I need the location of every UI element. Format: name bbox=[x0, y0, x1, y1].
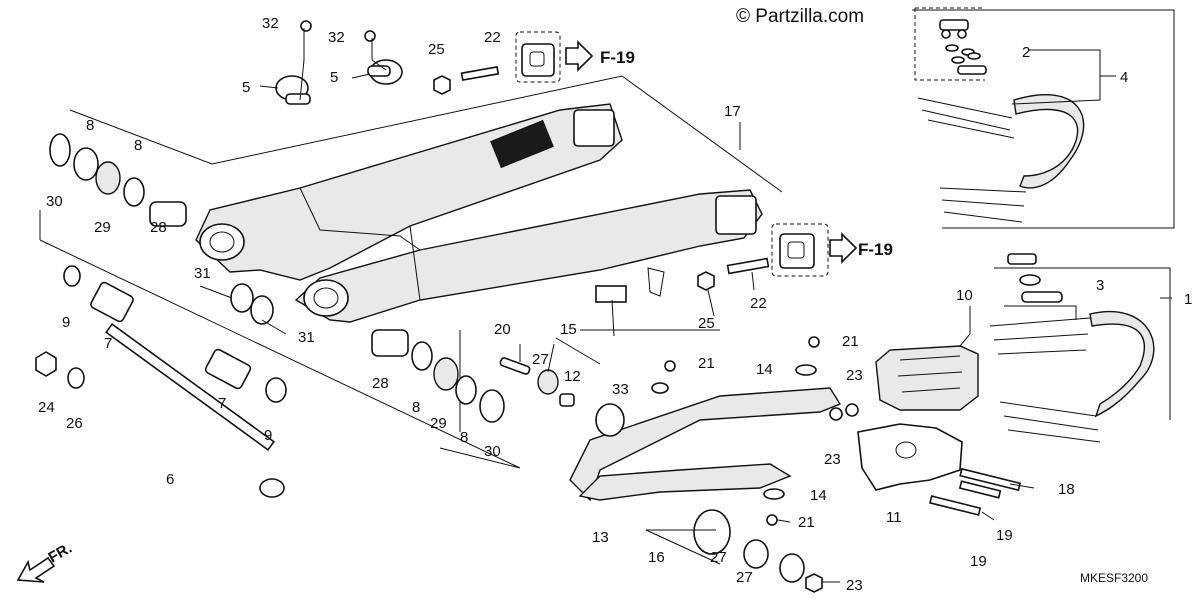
callout-numbers: 1 2 3 4 5 5 6 7 7 8 8 8 8 9 9 10 11 12 1… bbox=[38, 15, 1192, 594]
chain-adjuster-lower bbox=[771, 223, 858, 277]
callout-8a[interactable]: 8 bbox=[86, 117, 94, 134]
callout-16[interactable]: 16 bbox=[648, 549, 665, 566]
callout-29a[interactable]: 29 bbox=[94, 219, 111, 236]
callout-30b[interactable]: 30 bbox=[484, 443, 501, 460]
callout-8d[interactable]: 8 bbox=[460, 429, 468, 446]
chain-frame bbox=[994, 267, 1171, 420]
joint-kit-frame bbox=[914, 7, 985, 81]
chain-guide-plate-11 bbox=[829, 403, 963, 491]
callout-5a[interactable]: 5 bbox=[242, 79, 250, 96]
pivot-bearing-right-stack bbox=[371, 329, 505, 423]
front-direction-arrow bbox=[16, 556, 56, 583]
callout-7b[interactable]: 7 bbox=[218, 395, 226, 412]
hose-clamp-right bbox=[367, 59, 403, 85]
callout-25b[interactable]: 25 bbox=[698, 315, 715, 332]
callout-11[interactable]: 11 bbox=[886, 509, 902, 526]
leader-lines bbox=[199, 28, 1172, 583]
callout-23a[interactable]: 23 bbox=[846, 367, 863, 384]
callout-6[interactable]: 6 bbox=[166, 471, 174, 488]
chain-adjuster-upper bbox=[515, 31, 594, 83]
drive-chain-top bbox=[917, 94, 1085, 223]
pivot-shaft bbox=[105, 323, 285, 498]
screw-right bbox=[364, 30, 376, 42]
callout-15[interactable]: 15 bbox=[560, 321, 577, 338]
chain-slider bbox=[499, 336, 842, 526]
pivot-collars bbox=[63, 265, 287, 403]
callout-22a[interactable]: 22 bbox=[484, 29, 501, 46]
callout-18[interactable]: 18 bbox=[1058, 481, 1075, 498]
callout-5b[interactable]: 5 bbox=[330, 69, 338, 86]
callout-29b[interactable]: 29 bbox=[430, 415, 447, 432]
adjusting-bolt-upper bbox=[460, 66, 500, 82]
callout-22b[interactable]: 22 bbox=[750, 295, 767, 312]
chain-roller-16 bbox=[693, 509, 823, 593]
dust-seals-31 bbox=[230, 283, 274, 325]
callout-24[interactable]: 24 bbox=[38, 399, 55, 416]
guide-bolts bbox=[929, 467, 1022, 516]
callout-1[interactable]: 1 bbox=[1184, 291, 1192, 308]
callout-21b[interactable]: 21 bbox=[842, 333, 859, 350]
callout-21a[interactable]: 21 bbox=[698, 355, 715, 372]
callout-32a[interactable]: 32 bbox=[262, 15, 279, 32]
callout-4[interactable]: 4 bbox=[1120, 69, 1128, 86]
drive-chain-mid bbox=[989, 311, 1155, 443]
callout-27a[interactable]: 27 bbox=[532, 351, 549, 368]
callout-27b[interactable]: 27 bbox=[710, 549, 727, 566]
callout-33[interactable]: 33 bbox=[612, 381, 629, 398]
ref-f19-lower[interactable]: F-19 bbox=[858, 240, 893, 259]
callout-19a[interactable]: 19 bbox=[996, 527, 1013, 544]
callout-19b[interactable]: 19 bbox=[970, 553, 987, 570]
callout-32b[interactable]: 32 bbox=[328, 29, 345, 46]
callout-14b[interactable]: 14 bbox=[810, 487, 827, 504]
callout-23c[interactable]: 23 bbox=[846, 577, 863, 594]
callout-3[interactable]: 3 bbox=[1096, 277, 1104, 294]
callout-28b[interactable]: 28 bbox=[372, 375, 389, 392]
callout-26[interactable]: 26 bbox=[66, 415, 83, 432]
swingarm-box bbox=[39, 75, 783, 469]
screw-left bbox=[300, 20, 312, 32]
watermark-text: © Partzilla.com bbox=[736, 6, 864, 27]
diagram-code: MKESF3200 bbox=[1080, 571, 1148, 585]
callout-9a[interactable]: 9 bbox=[62, 314, 70, 331]
callout-21c[interactable]: 21 bbox=[798, 514, 815, 531]
chain-joint-mid bbox=[1007, 253, 1063, 303]
callout-31a[interactable]: 31 bbox=[194, 265, 211, 282]
callout-2[interactable]: 2 bbox=[1022, 44, 1030, 61]
lock-nut-upper bbox=[433, 75, 451, 95]
chain-joint-top bbox=[939, 19, 987, 75]
adjusting-bolt-lower bbox=[726, 257, 770, 275]
callout-20[interactable]: 20 bbox=[494, 321, 511, 338]
pivot-bearing-left-stack bbox=[49, 133, 187, 227]
callout-7a[interactable]: 7 bbox=[104, 335, 112, 352]
callout-28a[interactable]: 28 bbox=[150, 219, 167, 236]
callout-30a[interactable]: 30 bbox=[46, 193, 63, 210]
hose-clamp-left bbox=[275, 75, 311, 105]
callout-8c[interactable]: 8 bbox=[412, 399, 420, 416]
callout-12[interactable]: 12 bbox=[564, 368, 581, 385]
ref-f19-upper[interactable]: F-19 bbox=[600, 48, 635, 67]
callout-13[interactable]: 13 bbox=[592, 529, 609, 546]
lock-nut-lower bbox=[697, 271, 715, 291]
callout-17[interactable]: 17 bbox=[724, 103, 741, 120]
callout-25a[interactable]: 25 bbox=[428, 41, 445, 58]
callout-23b[interactable]: 23 bbox=[824, 451, 841, 468]
callout-8b[interactable]: 8 bbox=[134, 137, 142, 154]
chain-kit-frame bbox=[912, 9, 1175, 229]
pivot-nut-washer bbox=[35, 351, 85, 389]
callout-9b[interactable]: 9 bbox=[264, 427, 272, 444]
callout-14a[interactable]: 14 bbox=[756, 361, 773, 378]
chain-guide-10 bbox=[875, 345, 979, 411]
callout-31b[interactable]: 31 bbox=[298, 329, 315, 346]
swingarm bbox=[195, 103, 763, 323]
callout-10[interactable]: 10 bbox=[956, 287, 973, 304]
callout-27c[interactable]: 27 bbox=[736, 569, 753, 586]
